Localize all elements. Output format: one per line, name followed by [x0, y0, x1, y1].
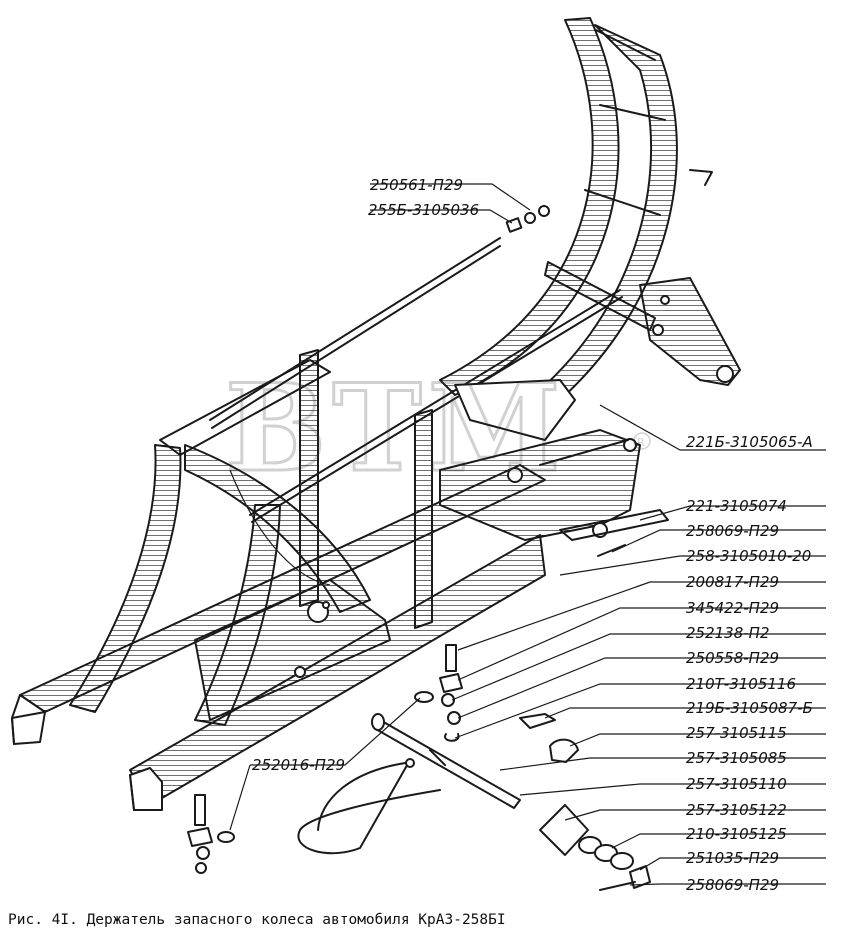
svg-text:R: R	[637, 436, 645, 449]
nut-washer-group-top	[505, 205, 550, 233]
swing-arm-assembly	[439, 379, 669, 541]
label-252016-p29: 252016-П29	[252, 756, 345, 774]
label-258069-p29-b: 258069-П29	[686, 876, 779, 894]
hardware-bolt-group-centre	[414, 644, 463, 742]
label-257-3105110: 257-3105110	[686, 775, 787, 793]
frame-rail-right	[129, 534, 546, 811]
svg-text:BTM: BTM	[225, 358, 567, 499]
label-345422-p29: 345422-П29	[686, 599, 779, 617]
figure-caption: Рис. 4I. Держатель запасного колеса авто…	[8, 912, 506, 928]
leader-lines	[229, 183, 826, 886]
label-219b-3105087-b: 219Б-3105087-Б	[686, 699, 813, 717]
frame-rail-left	[11, 464, 546, 745]
label-252138-p2: 252138-П2	[686, 624, 770, 642]
label-258069-p29-a: 258069-П29	[686, 522, 779, 540]
winch-shaft	[297, 713, 521, 855]
label-250558-p29: 250558-П29	[686, 649, 779, 667]
hardware-bolt-group-left	[187, 794, 235, 874]
label-221b-3105065-a: 221Б-3105065-А	[686, 433, 813, 451]
label-200817-p29: 200817-П29	[686, 573, 779, 591]
rear-cradle	[69, 359, 371, 726]
watermark-logo: BTM R	[224, 357, 651, 501]
tie-rod	[209, 237, 623, 523]
label-257-3105122: 257-3105122	[686, 801, 787, 819]
label-210-3105125: 210-3105125	[686, 825, 787, 843]
label-255b-3105036: 255Б-3105036	[368, 201, 479, 219]
bracket-plate-right	[639, 277, 741, 386]
label-257-3105085: 257-3105085	[686, 749, 787, 767]
label-257-3105115: 257-3105115	[686, 724, 787, 742]
part-labels: 250561-П29 255Б-3105036 221Б-3105065-А 2…	[252, 176, 813, 894]
label-251035-p29: 251035-П29	[686, 849, 779, 867]
label-250561-p29: 250561-П29	[370, 176, 463, 194]
label-210t-3105116: 210Т-3105116	[686, 675, 796, 693]
label-258-3105010-20: 258-3105010-20	[686, 547, 811, 565]
upper-cradle-arm	[439, 17, 713, 401]
label-221-3105074: 221-3105074	[686, 497, 787, 515]
